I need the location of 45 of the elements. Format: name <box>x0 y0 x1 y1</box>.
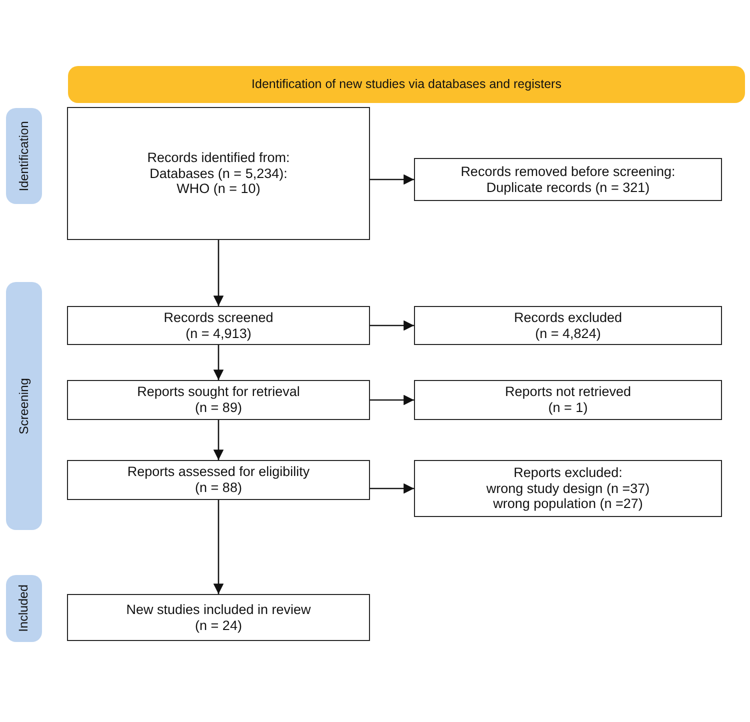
box-text: WHO (n = 10) <box>176 181 260 197</box>
phase-label: Included <box>16 584 32 632</box>
box-text: (n = 88) <box>195 480 242 496</box>
section-header-band <box>68 66 745 103</box>
arrow <box>370 174 414 185</box>
process-box <box>67 594 370 641</box>
phase-label-band <box>6 108 42 204</box>
box-text: Databases (n = 5,234): <box>150 166 288 182</box>
box-text: Records screened <box>164 310 274 326</box>
process-box <box>67 107 370 240</box>
box-text: Reports sought for retrieval <box>137 384 300 400</box>
arrow <box>213 240 224 306</box>
section-title: Identification of new studies via databases and registers <box>252 77 562 92</box>
box-text: Records removed before screening: <box>460 164 676 180</box>
box-text: Records identified from: <box>147 150 290 166</box>
arrow <box>213 345 224 380</box>
process-box <box>414 158 722 201</box>
phase-label-band <box>6 282 42 530</box>
arrow <box>370 483 414 494</box>
process-box <box>414 306 722 345</box>
process-box <box>67 460 370 500</box>
box-text: Records excluded <box>514 310 622 326</box>
box-text: New studies included in review <box>126 602 311 618</box>
arrow <box>213 420 224 460</box>
box-text: Reports not retrieved <box>504 384 632 400</box>
process-box <box>414 460 722 517</box>
box-text: (n = 4,824) <box>535 326 601 342</box>
box-text: (n = 89) <box>195 400 242 416</box>
box-text: wrong population (n =27) <box>493 496 643 512</box>
process-box <box>414 380 722 420</box>
box-text: wrong study design (n =37) <box>486 480 650 496</box>
arrow <box>213 500 224 594</box>
process-box <box>67 306 370 345</box>
box-text: Reports excluded: <box>514 465 622 481</box>
box-text: (n = 1) <box>548 400 588 416</box>
phase-label: Screening <box>16 378 32 434</box>
box-text: Duplicate records (n = 321) <box>486 180 650 196</box>
arrow <box>370 394 414 406</box>
box-text: (n = 24) <box>195 618 242 634</box>
process-box <box>67 380 370 420</box>
phase-label-band <box>6 575 42 642</box>
phase-label: Identification <box>16 120 32 192</box>
arrow <box>370 320 414 331</box>
box-text: Reports assessed for eligibility <box>127 464 310 480</box>
box-text: (n = 4,913) <box>186 326 252 342</box>
